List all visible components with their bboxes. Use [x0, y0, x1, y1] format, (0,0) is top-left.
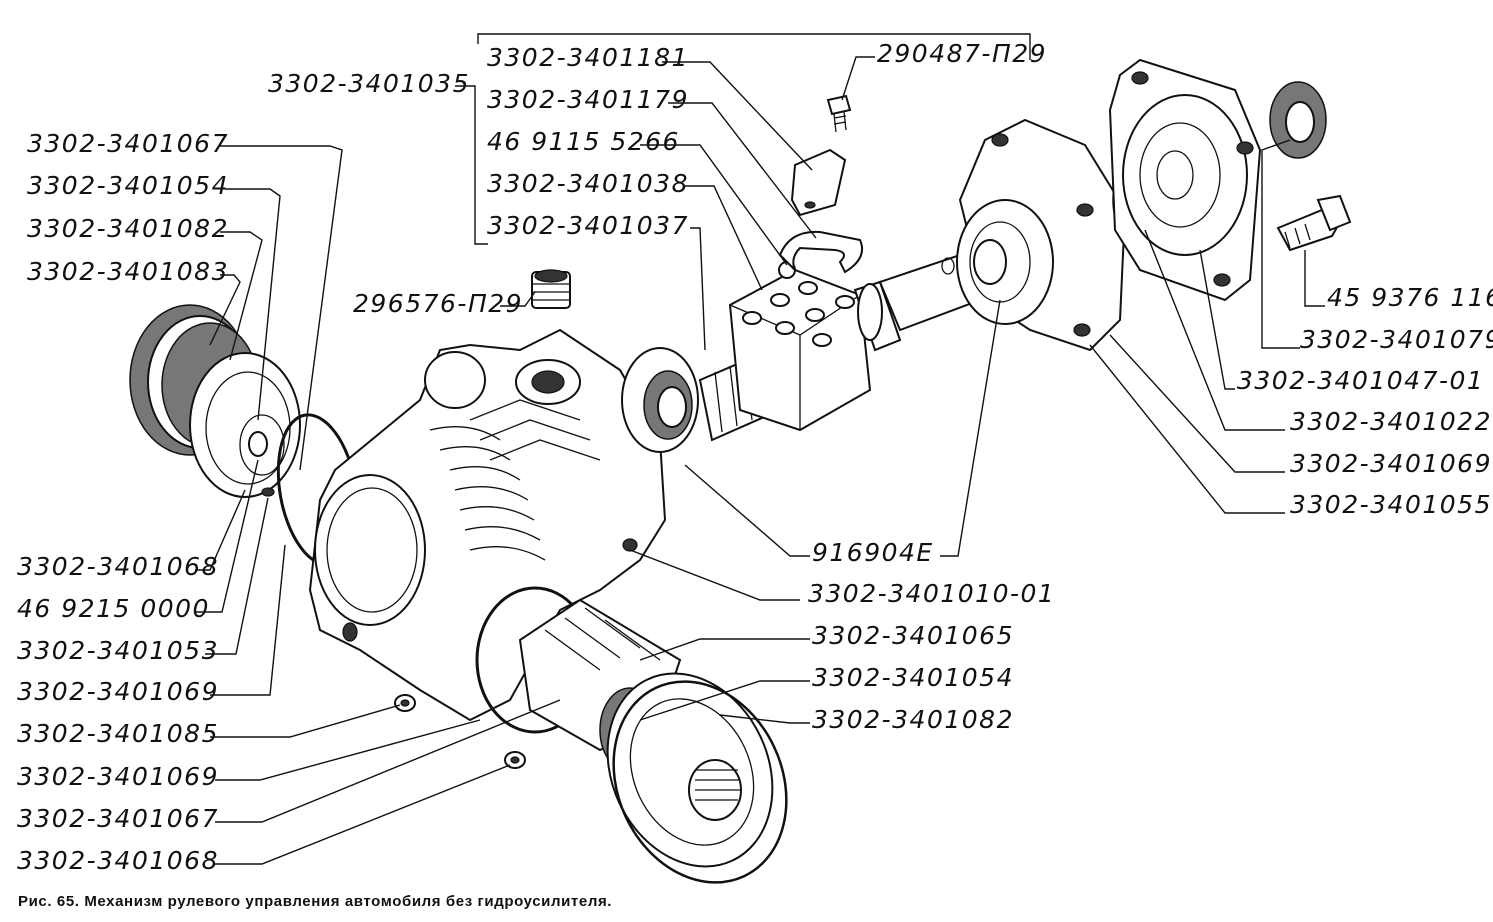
oil-seal-right [1269, 81, 1327, 159]
label-3302-3401067-left: 3302-3401067 [27, 129, 229, 158]
label-3302-3401069-left: 3302-3401069 [17, 677, 219, 706]
part-labels: 3302-3401035 3302-3401181 3302-3401179 4… [17, 39, 1493, 875]
label-3302-3401069-bottom: 3302-3401069 [17, 762, 219, 791]
label-3302-3401053: 3302-3401053 [17, 636, 219, 665]
label-290487-p29: 290487-П29 [877, 39, 1047, 68]
label-3302-3401047-01: 3302-3401047-01 [1237, 366, 1484, 395]
ball-nut-block [728, 261, 872, 432]
label-916904e: 916904Е [812, 538, 934, 567]
label-46-9115-5266: 46 9115 5266 [487, 127, 680, 156]
label-3302-3401082-left: 3302-3401082 [27, 214, 229, 243]
upper-flange [1108, 58, 1262, 302]
label-3302-3401069-right: 3302-3401069 [1290, 449, 1492, 478]
label-3302-3401037: 3302-3401037 [487, 211, 689, 240]
small-screws-bottom [394, 694, 526, 769]
label-3302-3401085: 3302-3401085 [17, 719, 219, 748]
label-3302-3401181: 3302-3401181 [487, 43, 689, 72]
label-46-9215-0000: 46 9215 0000 [17, 594, 210, 623]
label-3302-3401179: 3302-3401179 [487, 85, 689, 114]
exploded-parts-drawing [129, 58, 1352, 884]
plug-296576 [531, 269, 571, 309]
label-45-9376-1165: 45 9376 1165 [1327, 283, 1493, 312]
input-shaft [853, 253, 982, 352]
label-3302-3401068-bottom: 3302-3401068 [17, 846, 219, 875]
guide-clamp-and-screw [778, 94, 864, 274]
figure-caption: Рис. 65. Механизм рулевого управления ав… [18, 893, 613, 910]
label-3302-3401010-01: 3302-3401010-01 [808, 579, 1055, 608]
label-3302-3401083: 3302-3401083 [27, 257, 229, 286]
label-3302-3401022: 3302-3401022 [1290, 407, 1492, 436]
label-3302-3401054-center: 3302-3401054 [812, 663, 1014, 692]
label-3302-3401068-left: 3302-3401068 [17, 552, 219, 581]
label-3302-3401065: 3302-3401065 [812, 621, 1014, 650]
sector-shaft-assembly [475, 586, 788, 884]
bolt-right [1276, 194, 1352, 252]
label-3302-3401055: 3302-3401055 [1290, 490, 1492, 519]
label-3302-3401035: 3302-3401035 [268, 69, 470, 98]
label-3302-3401038: 3302-3401038 [487, 169, 689, 198]
label-3302-3401067-bottom: 3302-3401067 [17, 804, 219, 833]
label-3302-3401054-left: 3302-3401054 [27, 171, 229, 200]
steering-gear-housing [308, 328, 667, 722]
label-3302-3401079: 3302-3401079 [1300, 325, 1493, 354]
left-cover-assembly [129, 304, 301, 498]
label-296576-p29: 296576-П29 [353, 289, 523, 318]
label-3302-3401082-center: 3302-3401082 [812, 705, 1014, 734]
leader-lines [195, 33, 1325, 865]
